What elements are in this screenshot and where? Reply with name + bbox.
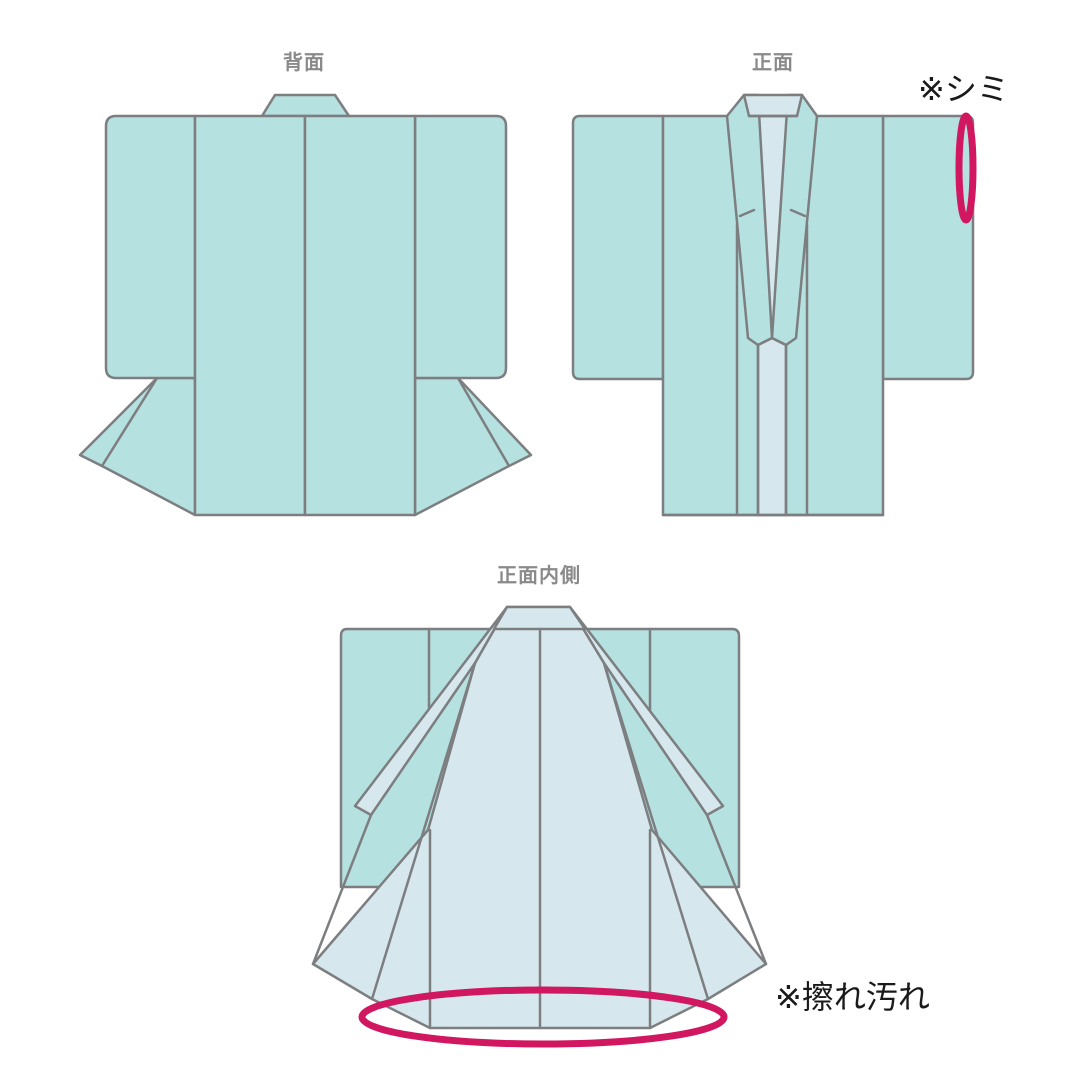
back-right-sleeve: [413, 114, 508, 380]
back-right-panel: [303, 114, 417, 517]
front-left-sleeve: [571, 114, 665, 381]
stain-note: ※シミ: [918, 70, 1009, 108]
front-view: [571, 93, 977, 517]
front-collar-top: [742, 93, 804, 118]
inside-view: [311, 605, 768, 1048]
wear-mark: [358, 986, 728, 1048]
wear-note: ※擦れ汚れ: [775, 978, 930, 1016]
front-view-label: 正面: [752, 50, 794, 74]
inside-collar-top: [492, 605, 587, 631]
back-left-sleeve: [104, 114, 197, 380]
inside-view-label: 正面内側: [497, 563, 581, 587]
back-right-skirt: [413, 376, 533, 517]
back-view: [78, 93, 533, 517]
back-collar: [260, 93, 351, 118]
back-left-panel: [193, 114, 307, 517]
back-left-skirt: [78, 376, 197, 517]
back-view-label: 背面: [283, 50, 325, 74]
stain-mark: [955, 112, 977, 224]
